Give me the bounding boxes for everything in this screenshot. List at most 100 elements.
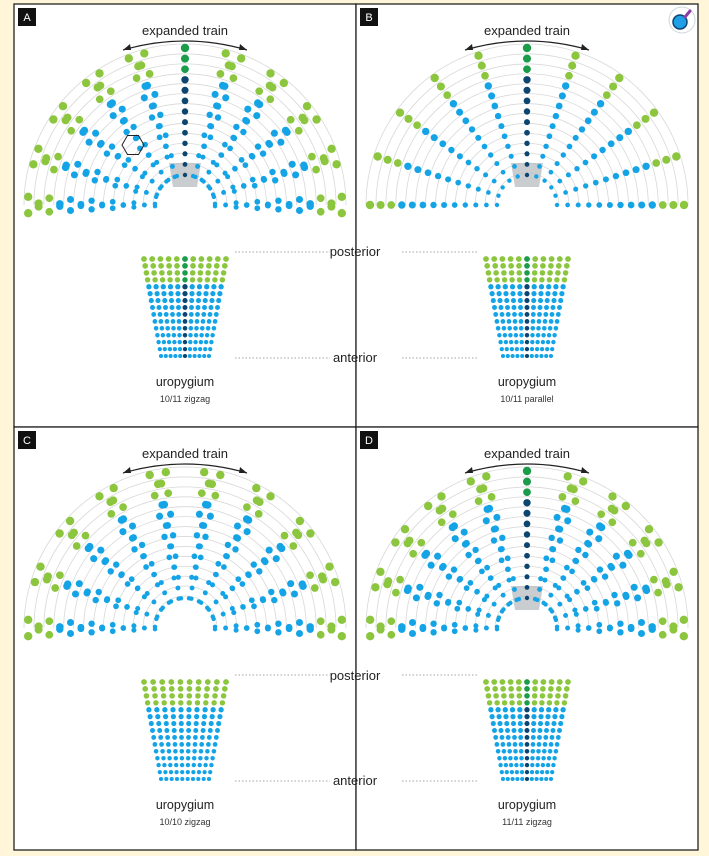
uropygium-dot [223, 679, 229, 685]
feather-dot [123, 128, 130, 136]
feather-dot [109, 205, 116, 212]
uropygium-dot [546, 700, 553, 706]
uropygium-dot [519, 339, 524, 345]
uropygium-dot [545, 339, 551, 345]
uropygium-dot [517, 298, 523, 304]
uropygium-dot [509, 284, 516, 290]
uropygium-dot [512, 742, 518, 747]
uropygium-dot [485, 693, 492, 699]
feather-dot [391, 538, 400, 547]
uropygium-dot [158, 776, 164, 782]
feather-dot [608, 492, 617, 501]
feather-dot [102, 557, 110, 564]
feather-dot [88, 620, 95, 627]
feather-dot [157, 111, 164, 119]
uropygium-dot [219, 700, 226, 706]
uropygium-dot [543, 734, 549, 740]
uropygium-dot [536, 742, 542, 747]
uropygium-dot [147, 714, 153, 720]
feather-dot [404, 584, 412, 592]
uropygium-dot [518, 311, 524, 317]
feather-dot [642, 586, 651, 595]
feather-dot [254, 198, 261, 205]
uropygium-dot [204, 332, 210, 338]
uropygium-dot [171, 721, 177, 727]
uropygium-dot [182, 277, 188, 283]
uropygium-dot [146, 284, 152, 290]
feather-dot [524, 563, 530, 569]
feather-dot [132, 74, 141, 82]
uropygium-dot [203, 700, 209, 706]
feather-dot [456, 153, 463, 160]
feather-dot [131, 623, 137, 629]
uropygium-dot [544, 298, 550, 304]
uropygium-dot [163, 305, 168, 310]
uropygium-dot [194, 714, 200, 720]
feather-dot [294, 531, 303, 540]
feather-dot [548, 607, 553, 612]
uropygium-dot [546, 707, 552, 713]
feather-dot [108, 143, 116, 150]
uropygium-dot [212, 742, 218, 747]
feather-dot [109, 112, 117, 120]
feather-dot [479, 568, 485, 575]
feather-dot [586, 528, 594, 536]
ring-arc [23, 466, 347, 629]
feather-dot [255, 87, 264, 96]
uropygium-dot [173, 755, 179, 761]
uropygium-dot [192, 346, 198, 352]
feather-dot [63, 580, 72, 588]
uropygium-dot [152, 742, 158, 747]
feather-dot [573, 611, 579, 617]
uropygium-dot [529, 353, 534, 359]
feather-dot [537, 587, 542, 592]
feather-dot [118, 105, 126, 113]
feather-dot [456, 599, 463, 606]
uropygium-dot [510, 291, 516, 297]
feather-dot [479, 484, 488, 493]
uropygium-dot [545, 346, 550, 352]
uropygium-dot [146, 707, 152, 713]
feather-dot [387, 201, 396, 209]
feather-dot [56, 623, 64, 631]
uropygium-dot [168, 353, 173, 359]
uropygium-dot [530, 742, 536, 747]
feather-dot [475, 186, 481, 192]
feather-dot [230, 184, 236, 190]
uropygium-dot [165, 256, 172, 262]
feather-dot [366, 632, 375, 641]
uropygium-dot [182, 311, 188, 317]
uropygium-dot [546, 332, 552, 338]
uropygium-dot [513, 755, 519, 761]
uropygium-dot [187, 346, 193, 352]
uropygium-dot [191, 769, 196, 775]
feather-dot [445, 176, 452, 183]
uropygium-dot [543, 311, 549, 317]
ring-arc [395, 73, 659, 206]
feather-dot [602, 599, 610, 606]
feather-dot [279, 589, 287, 597]
uropygium-dot [163, 353, 168, 359]
feather-dot [430, 629, 437, 636]
uropygium-dot [186, 714, 192, 720]
feather-dot [229, 74, 238, 82]
uropygium-dot [524, 686, 530, 692]
uropygium-dot [173, 256, 180, 262]
feather-dot [575, 546, 582, 554]
feather-dot [523, 97, 531, 105]
feather-dot [261, 558, 269, 566]
feather-dot [560, 575, 567, 581]
feather-dot [462, 202, 468, 208]
panel-letter-badge: C [18, 431, 36, 449]
uropygium-dot [177, 339, 182, 345]
feather-dot [501, 133, 508, 140]
uropygium-dot [559, 291, 565, 297]
uropygium-dot [548, 256, 555, 262]
feather-dot [499, 609, 505, 614]
uropygium-dot [195, 305, 201, 310]
feather-dot [222, 170, 228, 176]
ring-arc [83, 526, 287, 629]
uropygium-dot [189, 291, 195, 297]
feather-dot [436, 82, 445, 91]
